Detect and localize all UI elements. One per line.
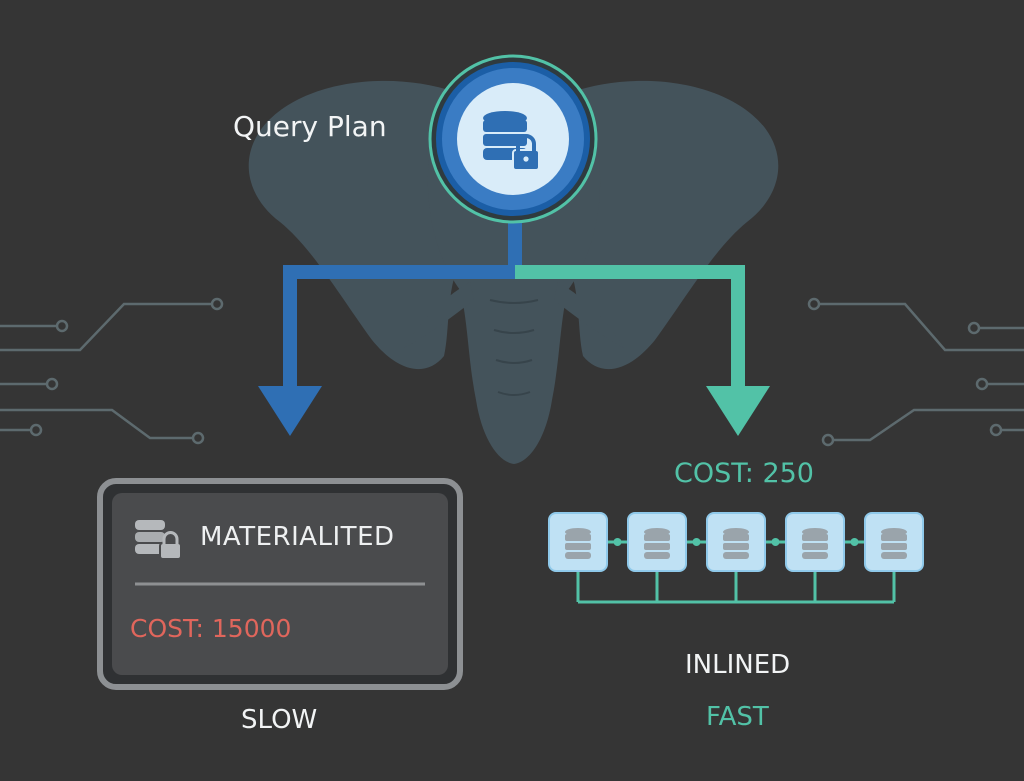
inlined-node[interactable] [627,512,687,572]
inlined-node-chain [548,512,924,604]
fast-cost-label: COST: 250 [674,458,814,489]
database-lock-icon [483,111,540,171]
fast-verdict-label: FAST [706,702,769,732]
materialized-label: MATERIALITED [200,522,395,552]
stacked-database-lock-icon [135,520,182,560]
slow-cost-label: COST: 15000 [130,614,292,643]
inlined-node[interactable] [706,512,766,572]
database-icon [881,528,907,559]
database-icon [723,528,749,559]
inlined-label: INLINED [685,650,791,680]
slow-path-connector [258,222,522,436]
inlined-link-dot [692,538,701,546]
database-icon [565,528,591,559]
query-plan-label: Query Plan [233,110,387,143]
database-icon [802,528,828,559]
fast-path-connector [515,265,770,436]
inlined-link-dot [771,538,780,546]
inlined-node[interactable] [864,512,924,572]
slow-verdict-label: SLOW [241,705,318,735]
inlined-node[interactable] [548,512,608,572]
materialized-card[interactable] [97,478,463,690]
elephant-details [489,299,539,396]
inlined-link-dot [613,538,622,546]
database-icon [644,528,670,559]
circuit-traces-left [0,297,224,445]
circuit-traces-right [807,297,1024,447]
inlined-link-dot [850,538,859,546]
inlined-node[interactable] [785,512,845,572]
